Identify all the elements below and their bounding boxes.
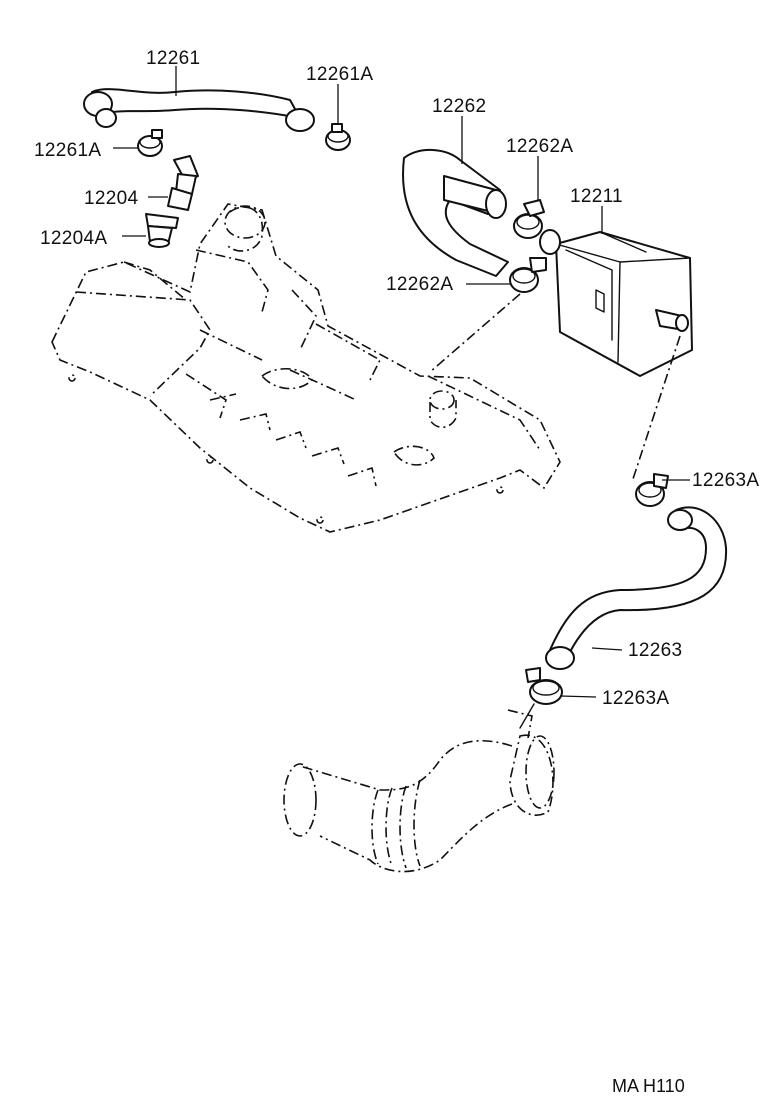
clamp-12262A-top xyxy=(513,156,545,239)
clamp-12263A-right xyxy=(635,473,690,507)
callout-12263A-lower: 12263A xyxy=(602,688,669,709)
clamp-12261A-left xyxy=(113,129,163,157)
hose-12261 xyxy=(83,66,315,132)
callout-12262A-top: 12262A xyxy=(506,136,573,157)
callout-12262A-mid: 12262A xyxy=(386,274,453,295)
cylinder-head-cover xyxy=(51,203,561,533)
callout-12261A-left: 12261A xyxy=(34,140,101,161)
callout-12263: 12263 xyxy=(628,640,682,661)
figure-code: MA H110 xyxy=(612,1076,685,1096)
callout-12263A-right: 12263A xyxy=(692,470,759,491)
callout-12262: 12262 xyxy=(432,96,486,117)
callout-12261: 12261 xyxy=(146,48,200,69)
oil-separator-12211 xyxy=(539,206,693,483)
callout-12204: 12204 xyxy=(84,188,138,209)
air-intake-duct xyxy=(283,709,555,873)
callout-12211: 12211 xyxy=(570,186,623,207)
pcv-valve-12204 xyxy=(148,155,199,211)
hose-12262 xyxy=(402,116,509,277)
clamp-12262A-mid xyxy=(429,257,547,373)
hose-12263 xyxy=(545,506,728,670)
grommet-12204A xyxy=(122,213,179,248)
callout-12204A: 12204A xyxy=(40,228,107,249)
callout-12261A-top: 12261A xyxy=(306,64,373,85)
clamp-12263A-lower xyxy=(519,667,597,729)
clamp-12261A-top xyxy=(325,84,351,151)
